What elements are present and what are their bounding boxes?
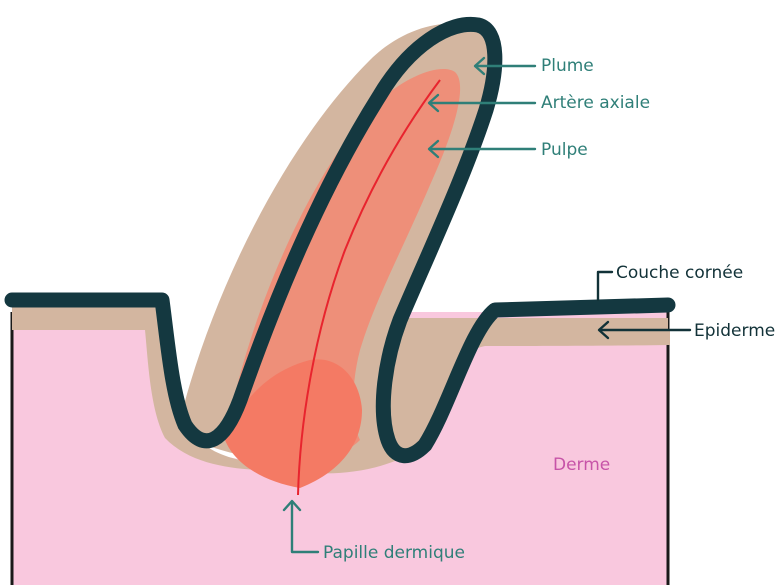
- label-epiderme: Epiderme: [694, 321, 775, 341]
- label-papille-dermique: Papille dermique: [323, 543, 465, 563]
- label-artere-axiale: Artère axiale: [541, 93, 650, 113]
- label-couche-cornee: Couche cornée: [616, 263, 743, 283]
- label-pulpe: Pulpe: [541, 140, 588, 160]
- label-derme: Derme: [553, 455, 610, 475]
- label-plume: Plume: [541, 56, 594, 76]
- arrow-couche-cornee: [598, 272, 612, 300]
